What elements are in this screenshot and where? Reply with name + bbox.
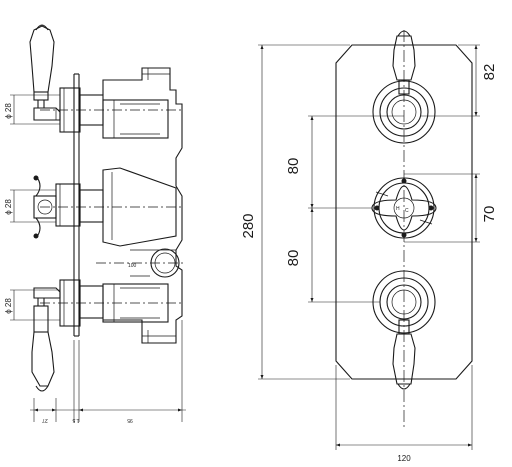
hot-mark: H [396,206,400,212]
dim-80-lines [308,115,404,303]
dim-70-label: 70 [481,206,498,223]
side-view: ϕ 28 ϕ 28 ϕ 28 100 27 1.5 95 [4,24,186,423]
dim-80-top-label: 80 [285,158,302,175]
dim-280-label: 280 [240,213,257,238]
dim-280-lines [258,44,350,380]
dim-27-label: 27 [42,417,48,423]
middle-cross-handle [33,175,57,239]
dim-80-bottom-label: 80 [285,250,302,267]
dim-100-label: 100 [128,263,137,269]
bottom-lever-handle [31,287,61,392]
phi-mid-label: ϕ 28 [4,199,13,215]
top-cartridge [40,87,182,139]
dim-70-lines [404,173,480,243]
front-bottom-lever [392,319,416,390]
wall-plate [73,73,80,337]
dim-120-label: 120 [397,454,411,463]
front-plate [335,44,473,380]
phi-top-label: ϕ 28 [4,103,13,119]
dim-120-lines [335,365,473,450]
outlet-pipe [96,248,185,278]
phi-bot-label: ϕ 28 [4,298,13,314]
dim-1-5-label: 1.5 [72,417,79,423]
phi-dimension-lines [10,94,60,321]
front-view: H C 280 [240,30,498,463]
bottom-dimension-lines [30,320,186,422]
front-top-valve [372,80,436,144]
valve-body [102,67,183,344]
dim-95-label: 95 [127,417,133,423]
middle-diverter [40,167,182,247]
top-lever-handle [29,24,61,121]
cold-mark: C [405,208,409,214]
dim-82-label: 82 [481,64,498,81]
front-bottom-valve [372,270,436,334]
front-top-lever [392,30,416,95]
bottom-cartridge [40,279,182,327]
dim-82-lines [420,44,480,117]
